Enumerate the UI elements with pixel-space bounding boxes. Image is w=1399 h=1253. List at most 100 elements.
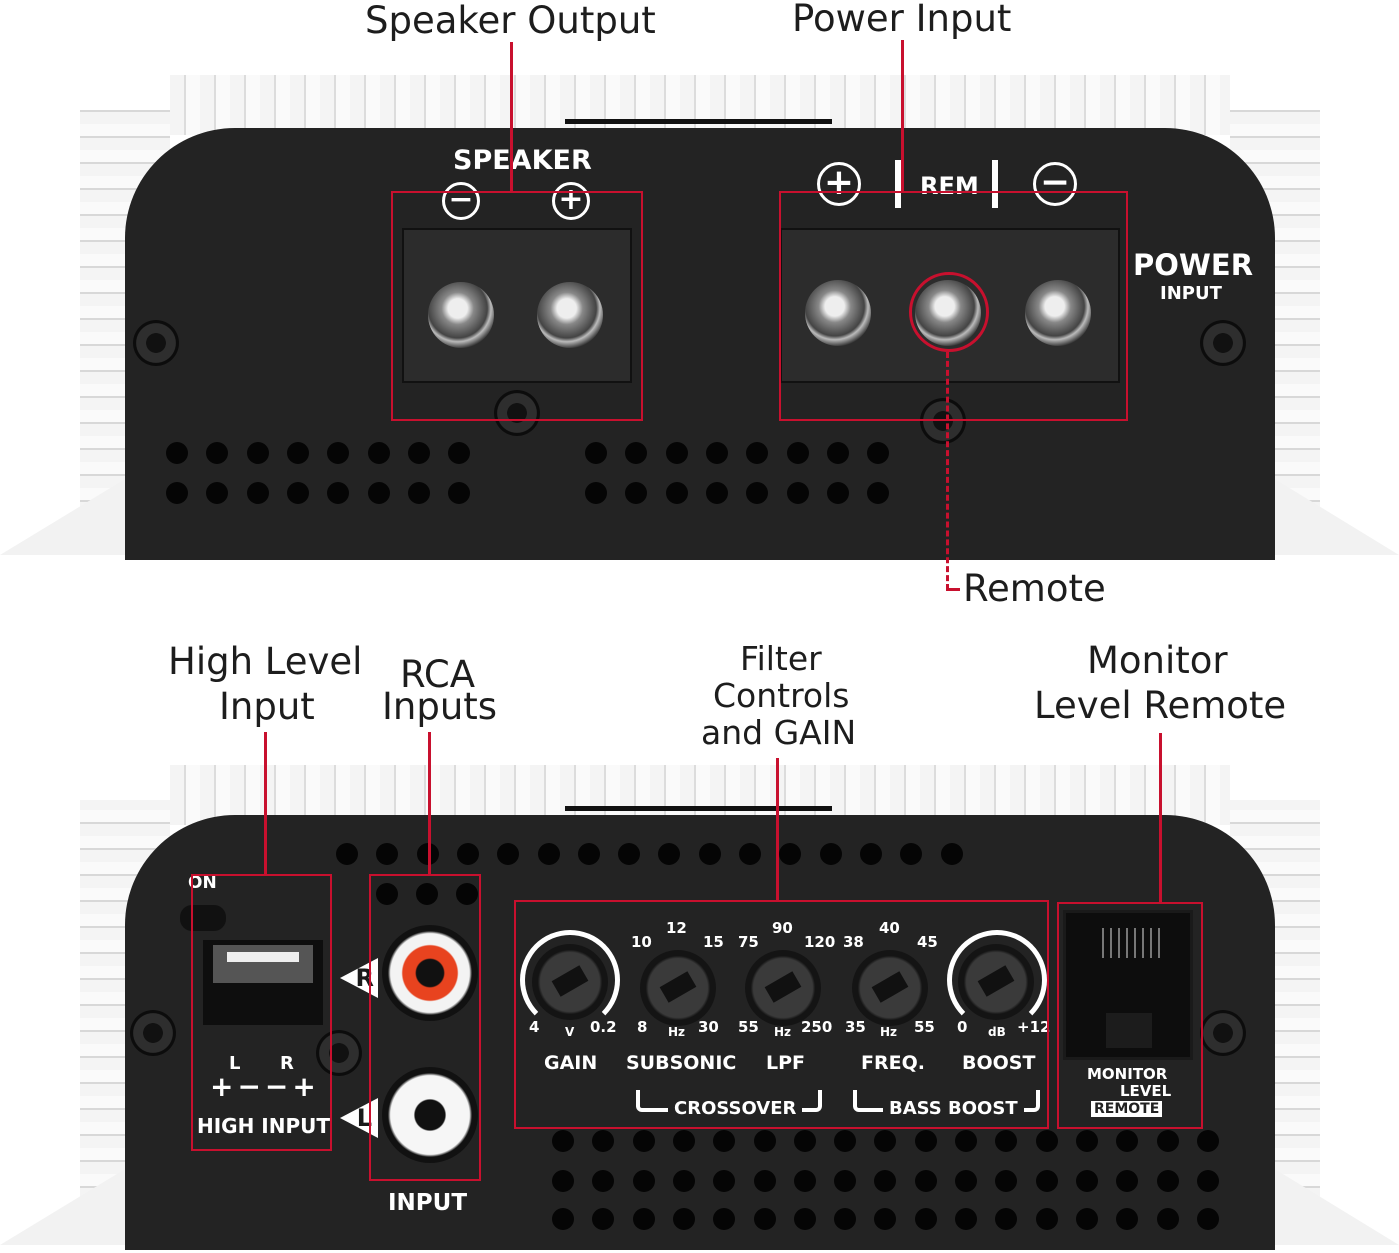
vent-hole xyxy=(834,1170,857,1192)
subsonic-tick: 15 xyxy=(703,933,724,951)
freq-label: FREQ. xyxy=(861,1052,925,1074)
vent-hole xyxy=(955,1170,977,1192)
vent-hole xyxy=(1035,1130,1058,1152)
on-switch[interactable] xyxy=(180,905,226,931)
divider xyxy=(895,160,901,208)
vent-hole xyxy=(995,1170,1018,1192)
vent-hole xyxy=(537,843,560,865)
vent-hole xyxy=(1075,1130,1098,1152)
screw-icon xyxy=(316,1030,362,1076)
vent-hole xyxy=(407,482,430,504)
vent-hole xyxy=(739,843,761,865)
freq-tick: 38 xyxy=(843,933,864,951)
vent-hole xyxy=(658,843,681,865)
vent-hole xyxy=(914,1208,937,1230)
high-input-r: R xyxy=(280,1053,294,1074)
vent-hole xyxy=(367,442,390,464)
callout-speaker-output: Speaker Output xyxy=(365,0,656,42)
vent-hole xyxy=(1196,1170,1219,1192)
vent-hole xyxy=(746,442,769,464)
vent-hole xyxy=(793,1208,816,1230)
top-edge-bar xyxy=(565,806,832,811)
freq-max: 55 xyxy=(914,1018,935,1036)
monitor-remote-jack[interactable] xyxy=(1063,910,1193,1060)
vent-hole xyxy=(746,482,769,504)
lpf-knob[interactable] xyxy=(745,950,821,1026)
rca-jack-left[interactable] xyxy=(382,1067,478,1163)
vent-hole xyxy=(867,482,890,504)
speaker-label: SPEAKER xyxy=(453,145,592,176)
highlight-rca-inputs xyxy=(369,874,481,1181)
leader-line xyxy=(428,732,431,875)
vent-hole xyxy=(834,1208,857,1230)
vent-hole xyxy=(1075,1208,1098,1230)
boost-unit: dB xyxy=(988,1025,1006,1039)
boost-max: +12 xyxy=(1017,1018,1051,1036)
power-terminal-plus xyxy=(805,280,871,346)
vent-hole xyxy=(826,442,849,464)
freq-tick: 45 xyxy=(917,933,938,951)
freq-knob[interactable] xyxy=(852,950,928,1026)
screw-icon xyxy=(920,398,966,444)
callout-monitor-line1: Monitor xyxy=(1087,639,1228,682)
divider xyxy=(992,160,998,208)
gain-min: 4 xyxy=(529,1018,540,1036)
vent-hole xyxy=(834,1130,857,1152)
vent-hole xyxy=(1196,1208,1219,1230)
heatsink-fins-top xyxy=(170,75,1230,135)
vent-hole xyxy=(497,843,520,865)
power-plus-icon: + xyxy=(817,162,861,206)
vent-hole xyxy=(940,843,963,865)
highlight-power-input xyxy=(779,191,1128,421)
vent-hole xyxy=(456,843,479,865)
mount-flange-left xyxy=(0,1160,140,1245)
vent-hole xyxy=(632,1208,655,1230)
callout-filter-line2: Controls xyxy=(713,676,850,715)
vent-hole xyxy=(753,1130,776,1152)
vent-hole xyxy=(286,482,309,504)
gain-max: 0.2 xyxy=(590,1018,617,1036)
high-input-label: HIGH INPUT xyxy=(197,1114,331,1138)
rca-jack-right[interactable] xyxy=(382,925,478,1021)
vent-hole xyxy=(625,482,648,504)
subsonic-knob[interactable] xyxy=(640,950,716,1026)
highlight-speaker-output xyxy=(391,191,643,421)
vent-hole xyxy=(1116,1170,1139,1192)
vent-hole xyxy=(632,1170,655,1192)
leader-line xyxy=(1159,733,1162,903)
subsonic-min: 8 xyxy=(637,1018,648,1036)
monitor-label: MONITOR xyxy=(1087,1065,1168,1083)
vent-hole xyxy=(786,442,809,464)
screw-icon xyxy=(1200,320,1246,366)
vent-hole xyxy=(166,442,188,464)
highlight-filter-controls xyxy=(514,900,1049,1129)
vent-hole xyxy=(793,1170,816,1192)
vent-hole xyxy=(618,843,641,865)
leader-line xyxy=(946,588,960,591)
mount-flange-right xyxy=(1260,1160,1399,1245)
vent-hole xyxy=(592,1208,615,1230)
vent-hole xyxy=(336,843,358,865)
lpf-tick: 120 xyxy=(804,933,836,951)
boost-knob[interactable] xyxy=(958,944,1034,1020)
boost-min: 0 xyxy=(957,1018,968,1036)
lpf-max: 250 xyxy=(801,1018,833,1036)
power-minus-icon: − xyxy=(1033,162,1077,206)
vent-hole xyxy=(585,442,607,464)
vent-hole xyxy=(753,1208,776,1230)
vent-hole xyxy=(713,1170,736,1192)
callout-power-input: Power Input xyxy=(792,0,1012,40)
vent-hole xyxy=(713,1208,736,1230)
vent-hole xyxy=(246,482,269,504)
screw-icon xyxy=(1200,1010,1246,1056)
vent-hole xyxy=(376,883,398,905)
vent-hole xyxy=(592,1130,615,1152)
vent-hole xyxy=(672,1170,695,1192)
callout-high-level-input-line2: Input xyxy=(219,685,315,728)
on-label: ON xyxy=(188,873,217,893)
vent-hole xyxy=(1116,1208,1139,1230)
vent-hole xyxy=(874,1130,897,1152)
vent-hole xyxy=(995,1130,1018,1152)
vent-hole xyxy=(206,482,229,504)
gain-knob[interactable] xyxy=(532,944,608,1020)
